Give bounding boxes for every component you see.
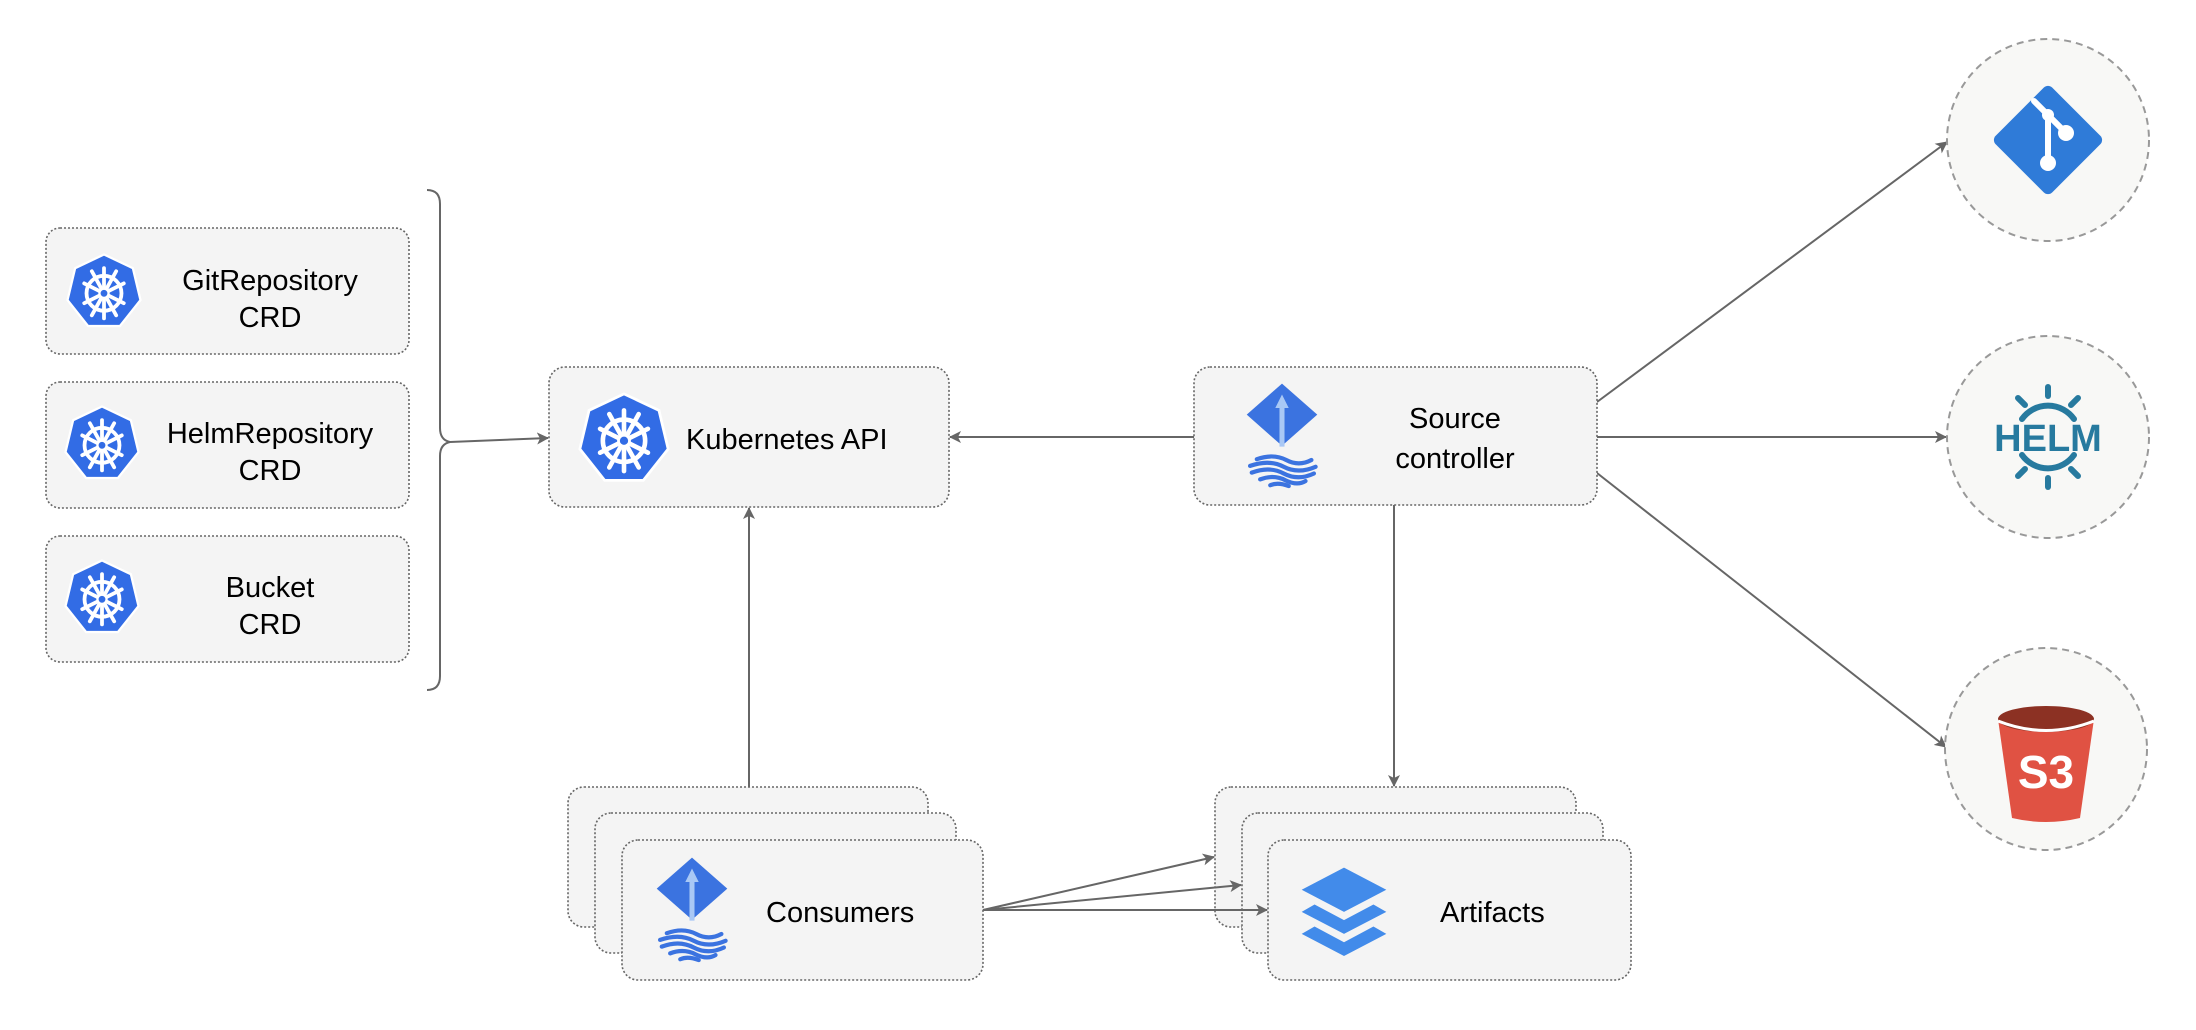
node-label: HelmRepository	[167, 418, 374, 450]
s3-source-node[interactable]: S3	[1944, 647, 2148, 851]
svg-text:Consumers: Consumers	[766, 897, 914, 929]
svg-text:Bucket: Bucket	[226, 572, 315, 604]
svg-text:S3: S3	[2018, 746, 2074, 798]
node-label: GitRepository	[182, 265, 358, 297]
consumers-node[interactable]: Consumers	[567, 786, 984, 981]
node-label: CRD	[239, 455, 302, 487]
node-label: Consumers	[766, 897, 914, 929]
edge-source-controller-to-git	[1596, 141, 1948, 403]
svg-text:Artifacts: Artifacts	[1440, 897, 1545, 929]
svg-text:CRD: CRD	[239, 302, 302, 334]
node-label: Artifacts	[1440, 897, 1545, 929]
source-controller-node[interactable]: Source controller	[1193, 366, 1598, 506]
edge-source-controller-to-s3	[1596, 472, 1947, 748]
edge-consumers-to-artifact-2	[982, 880, 1242, 911]
git-source-node[interactable]	[1946, 38, 2150, 242]
svg-text:HelmRepository: HelmRepository	[167, 418, 374, 450]
node-label: CRD	[239, 609, 302, 641]
node-label: Bucket	[226, 572, 315, 604]
kubernetes-api-node[interactable]: Kubernetes API	[548, 366, 950, 508]
node-label: Kubernetes API	[686, 424, 888, 456]
svg-text:CRD: CRD	[239, 455, 302, 487]
crd-group-brace	[426, 189, 451, 691]
helm-icon	[2015, 384, 2081, 490]
svg-text:Kubernetes API: Kubernetes API	[686, 424, 888, 456]
bucket-crd-node[interactable]: Bucket CRD	[45, 535, 410, 663]
helm-logo-text: HELM	[1994, 418, 2102, 460]
edge-consumers-to-artifact-1	[982, 853, 1215, 911]
helm-source-node[interactable]: HELM	[1946, 335, 2150, 539]
node-label: controller	[1395, 443, 1515, 475]
node-label: Source	[1409, 403, 1501, 435]
svg-text:Source: Source	[1409, 403, 1501, 435]
s3-logo-text: S3	[2018, 746, 2074, 798]
s3-bucket-icon	[1997, 706, 2095, 822]
edge-crds-to-kube-api	[449, 432, 549, 445]
svg-text:controller: controller	[1395, 443, 1515, 475]
node-label: CRD	[239, 302, 302, 334]
helm-repository-crd-node[interactable]: HelmRepository CRD	[45, 381, 410, 509]
git-repository-crd-node[interactable]: GitRepository CRD	[45, 227, 410, 355]
svg-text:HELM: HELM	[1994, 418, 2102, 460]
artifacts-node[interactable]: Artifacts	[1214, 786, 1632, 981]
svg-text:GitRepository: GitRepository	[182, 265, 358, 297]
svg-text:CRD: CRD	[239, 609, 302, 641]
git-icon	[1993, 85, 2103, 195]
